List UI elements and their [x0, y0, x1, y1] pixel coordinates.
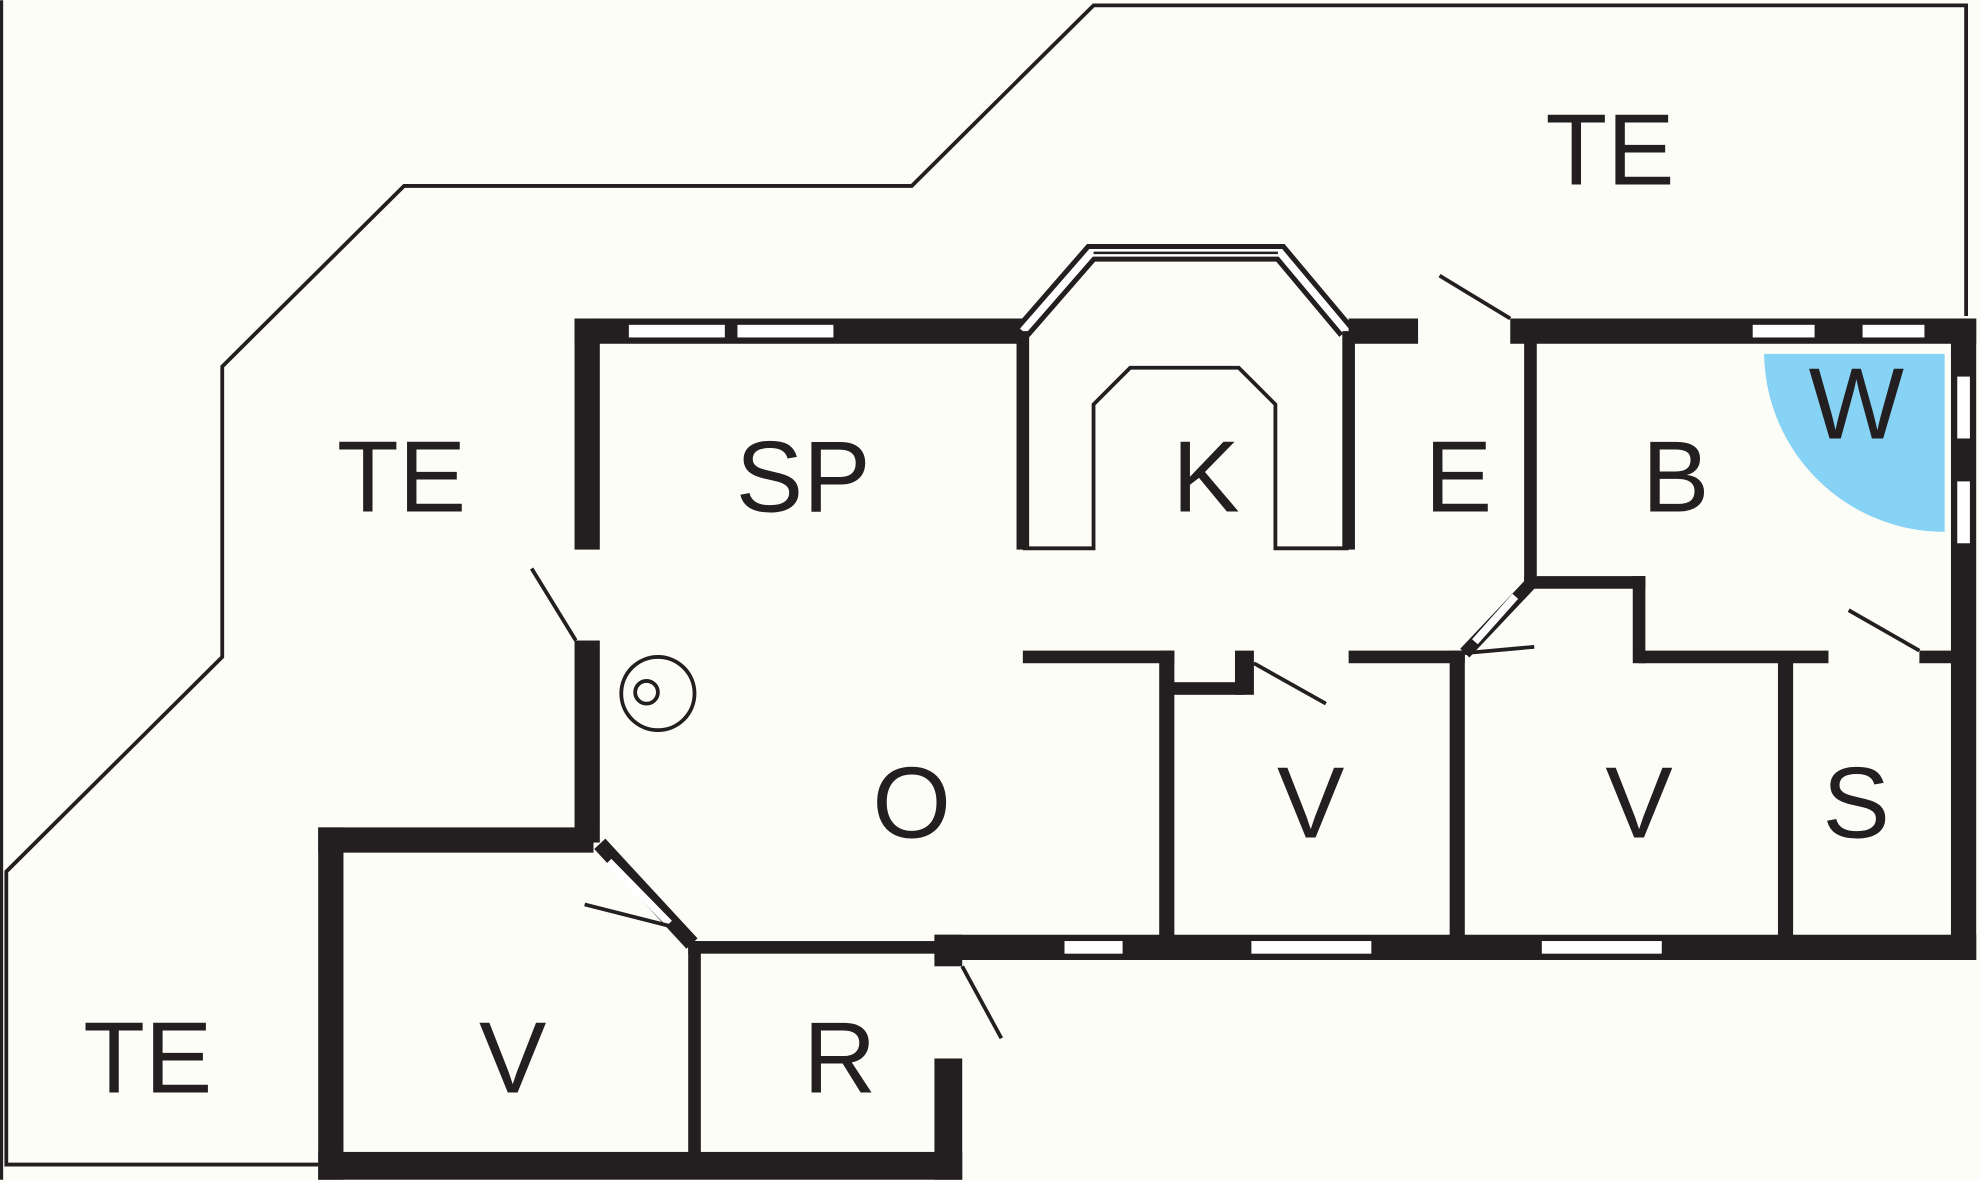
walls: [318, 244, 1977, 1180]
w-zone: [1764, 353, 1945, 532]
room-label-v: V: [1277, 748, 1344, 860]
room-label-e: E: [1425, 422, 1492, 534]
room-label-b: B: [1642, 422, 1709, 534]
terrace-outline: [4, 3, 1969, 1167]
room-label-v: V: [1605, 748, 1672, 860]
room-label-o: O: [872, 748, 951, 860]
room-label-te: TE: [1545, 95, 1674, 207]
stove: [619, 655, 697, 733]
room-label-w: W: [1809, 348, 1904, 460]
room-label-r: R: [803, 1003, 876, 1115]
room-label-k: K: [1172, 422, 1239, 534]
room-label-v: V: [479, 1003, 546, 1115]
room-label-s: S: [1823, 748, 1890, 860]
room-label-sp: SP: [736, 422, 871, 534]
room-label-te: TE: [337, 422, 466, 534]
room-label-te: TE: [83, 1003, 212, 1115]
doors: [530, 273, 1921, 1040]
